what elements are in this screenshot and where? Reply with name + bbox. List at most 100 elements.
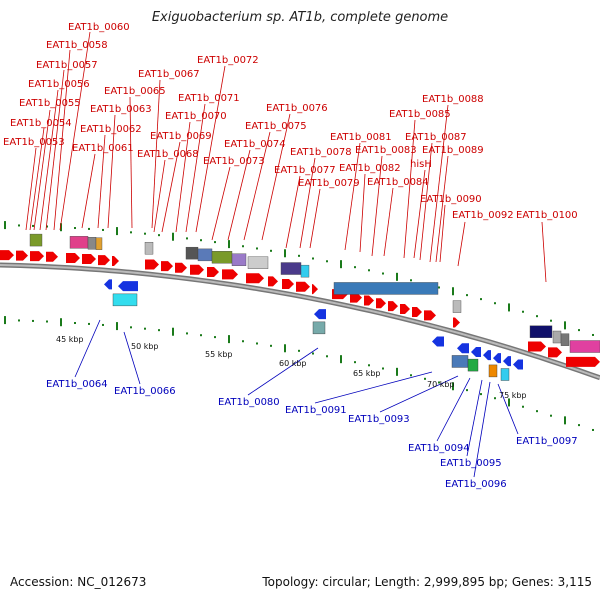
gene-feature-box bbox=[333, 282, 439, 295]
forward-leader-line bbox=[45, 69, 65, 231]
tick-lower bbox=[74, 322, 76, 325]
forward-gene-arrow bbox=[282, 278, 294, 289]
gene-label-eat1b-0094[interactable]: EAT1b_0094 bbox=[408, 443, 470, 454]
scale-label-55kbp: 55 kbp bbox=[205, 350, 233, 359]
tick-lower bbox=[172, 327, 174, 336]
forward-gene-arrow bbox=[145, 259, 159, 270]
gene-label-eat1b-0079[interactable]: EAT1b_0079 bbox=[298, 178, 360, 189]
gene-label-eat1b-0065[interactable]: EAT1b_0065 bbox=[104, 86, 166, 97]
gene-label-eat1b-0092[interactable]: EAT1b_0092 bbox=[452, 210, 514, 221]
forward-leader-line bbox=[243, 131, 271, 241]
gene-label-eat1b-0078[interactable]: EAT1b_0078 bbox=[290, 147, 352, 158]
tick-lower bbox=[88, 322, 90, 325]
tick-upper bbox=[88, 227, 90, 230]
gene-label-eat1b-0053[interactable]: EAT1b_0053 bbox=[3, 137, 65, 148]
tick-upper bbox=[564, 321, 566, 330]
gene-label-eat1b-0071[interactable]: EAT1b_0071 bbox=[178, 93, 240, 104]
tick-lower bbox=[60, 318, 62, 327]
reverse-feature-box bbox=[451, 355, 469, 368]
gene-label-eat1b-0055[interactable]: EAT1b_0055 bbox=[19, 98, 81, 109]
forward-leader-line bbox=[33, 109, 51, 231]
gene-label-eat1b-0093[interactable]: EAT1b_0093 bbox=[348, 414, 410, 425]
gene-label-eat1b-0054[interactable]: EAT1b_0054 bbox=[10, 118, 72, 129]
gene-label-eat1b-0077[interactable]: EAT1b_0077 bbox=[274, 165, 336, 176]
forward-leader-line bbox=[435, 155, 449, 263]
gene-feature-box bbox=[144, 241, 154, 255]
forward-gene-arrow bbox=[161, 261, 173, 272]
gene-label-eat1b-0075[interactable]: EAT1b_0075 bbox=[245, 121, 307, 132]
forward-gene-arrow bbox=[98, 255, 110, 266]
tick-lower bbox=[382, 367, 384, 370]
forward-leader-line bbox=[53, 49, 71, 231]
gene-label-eat1b-0067[interactable]: EAT1b_0067 bbox=[138, 69, 200, 80]
gene-label-eat1b-0090[interactable]: EAT1b_0090 bbox=[420, 194, 482, 205]
reverse-leader-line bbox=[473, 381, 491, 478]
tick-lower bbox=[494, 397, 496, 400]
gene-label-eat1b-0076[interactable]: EAT1b_0076 bbox=[266, 103, 328, 114]
gene-label-hish[interactable]: hisH bbox=[410, 159, 432, 170]
gene-label-eat1b-0060[interactable]: EAT1b_0060 bbox=[68, 22, 130, 33]
gene-label-eat1b-0074[interactable]: EAT1b_0074 bbox=[224, 139, 286, 150]
gene-label-eat1b-0073[interactable]: EAT1b_0073 bbox=[203, 156, 265, 167]
tick-upper bbox=[326, 260, 328, 263]
gene-label-eat1b-0056[interactable]: EAT1b_0056 bbox=[28, 79, 90, 90]
forward-leader-line bbox=[153, 159, 166, 233]
backbone-highlight bbox=[0, 264, 600, 379]
gene-label-eat1b-0063[interactable]: EAT1b_0063 bbox=[90, 104, 152, 115]
tick-upper bbox=[368, 269, 370, 272]
accession-text: Accession: NC_012673 bbox=[10, 575, 147, 589]
tick-lower bbox=[522, 405, 524, 408]
gene-label-eat1b-0081[interactable]: EAT1b_0081 bbox=[330, 132, 392, 143]
scale-label-50kbp: 50 kbp bbox=[131, 342, 159, 351]
tick-lower bbox=[424, 377, 426, 380]
forward-gene-arrow bbox=[453, 317, 460, 328]
forward-leader-line bbox=[413, 169, 426, 259]
forward-gene-arrow bbox=[388, 301, 398, 312]
tick-upper bbox=[522, 310, 524, 313]
forward-leader-line bbox=[439, 204, 446, 263]
gene-label-eat1b-0068[interactable]: EAT1b_0068 bbox=[137, 149, 199, 160]
gene-label-eat1b-0085[interactable]: EAT1b_0085 bbox=[389, 109, 451, 120]
reverse-gene-arrow bbox=[513, 359, 523, 370]
gene-label-eat1b-0097[interactable]: EAT1b_0097 bbox=[516, 436, 578, 447]
reverse-feature-box bbox=[312, 321, 326, 335]
gene-label-eat1b-0084[interactable]: EAT1b_0084 bbox=[367, 177, 429, 188]
gene-label-eat1b-0089[interactable]: EAT1b_0089 bbox=[422, 145, 484, 156]
gene-label-eat1b-0066[interactable]: EAT1b_0066 bbox=[114, 386, 176, 397]
gene-label-eat1b-0096[interactable]: EAT1b_0096 bbox=[445, 479, 507, 490]
gene-label-eat1b-0064[interactable]: EAT1b_0064 bbox=[46, 379, 108, 390]
gene-label-eat1b-0057[interactable]: EAT1b_0057 bbox=[36, 60, 98, 71]
tick-lower bbox=[186, 332, 188, 335]
gene-feature-box bbox=[211, 251, 233, 264]
gene-feature-box bbox=[529, 325, 553, 338]
forward-leader-line bbox=[457, 221, 466, 267]
gene-label-eat1b-0072[interactable]: EAT1b_0072 bbox=[197, 55, 259, 66]
tick-upper bbox=[494, 302, 496, 305]
tick-lower bbox=[214, 336, 216, 339]
gene-label-eat1b-0069[interactable]: EAT1b_0069 bbox=[150, 131, 212, 142]
tick-lower bbox=[144, 327, 146, 330]
gene-feature-box bbox=[185, 246, 199, 260]
forward-leader-line bbox=[151, 79, 161, 229]
gene-label-eat1b-0091[interactable]: EAT1b_0091 bbox=[285, 405, 347, 416]
gene-label-eat1b-0087[interactable]: EAT1b_0087 bbox=[405, 132, 467, 143]
forward-gene-arrow bbox=[424, 310, 436, 321]
gene-label-eat1b-0083[interactable]: EAT1b_0083 bbox=[355, 145, 417, 156]
gene-label-eat1b-0061[interactable]: EAT1b_0061 bbox=[72, 143, 134, 154]
gene-label-eat1b-0095[interactable]: EAT1b_0095 bbox=[440, 458, 502, 469]
tick-upper bbox=[578, 329, 580, 332]
tick-lower bbox=[130, 326, 132, 329]
reverse-gene-arrow bbox=[314, 309, 326, 320]
gene-feature-box bbox=[569, 340, 600, 353]
forward-gene-arrow bbox=[82, 253, 96, 264]
tick-upper bbox=[32, 224, 34, 227]
gene-label-eat1b-0070[interactable]: EAT1b_0070 bbox=[165, 111, 227, 122]
gene-label-eat1b-0082[interactable]: EAT1b_0082 bbox=[339, 163, 401, 174]
gene-label-eat1b-0062[interactable]: EAT1b_0062 bbox=[80, 124, 142, 135]
tick-lower bbox=[326, 355, 328, 358]
gene-label-eat1b-0088[interactable]: EAT1b_0088 bbox=[422, 94, 484, 105]
tick-lower bbox=[46, 320, 48, 323]
gene-label-eat1b-0058[interactable]: EAT1b_0058 bbox=[46, 40, 108, 51]
gene-label-eat1b-0080[interactable]: EAT1b_0080 bbox=[218, 397, 280, 408]
gene-label-eat1b-0100[interactable]: EAT1b_0100 bbox=[516, 210, 578, 221]
